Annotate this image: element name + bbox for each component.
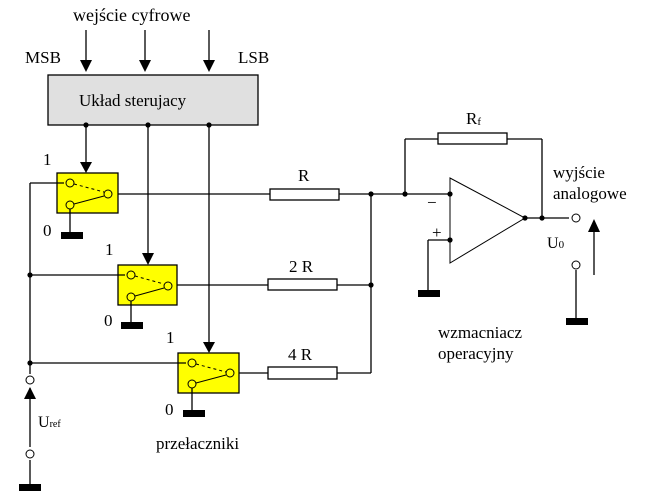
junction (447, 191, 453, 197)
resistor-2r-label: 2 R (289, 257, 314, 276)
junction (368, 191, 374, 197)
sw1-contact-1 (65, 178, 75, 188)
lsb-label: LSB (238, 48, 269, 67)
sw2-blade (134, 287, 165, 297)
rf-label: Rf (466, 109, 481, 128)
analog-output-label-1: wyjście (553, 163, 605, 182)
sw1-dash (73, 183, 105, 193)
control-unit-label: Układ sterujacy (79, 91, 187, 110)
sw1-contact-0 (65, 200, 75, 210)
arrowhead-in-msb (80, 60, 92, 72)
analog-output-label-2: analogowe (553, 184, 627, 203)
junction (206, 122, 212, 128)
sw1-one-label: 1 (43, 150, 52, 169)
sw3-zero-label: 0 (165, 400, 174, 419)
digital-input-label: wejście cyfrowe (73, 5, 190, 25)
rf-sub: f (477, 116, 481, 128)
ground-symbol-output (566, 318, 588, 325)
junction (27, 272, 33, 278)
sw3-one-label: 1 (166, 328, 175, 347)
sw3-common (225, 368, 235, 378)
resistor-4r-label: 4 R (288, 345, 313, 364)
junction (522, 215, 528, 221)
junction (145, 122, 151, 128)
resistor-r-label: R (298, 166, 310, 185)
ground-symbol-sw1 (61, 232, 83, 239)
junction (27, 360, 33, 366)
junction (447, 237, 453, 243)
arrowhead-uref (24, 387, 36, 399)
resistor-4r (267, 366, 338, 380)
sw2-contact-0 (126, 292, 136, 302)
ground-symbol-sw2 (121, 322, 143, 329)
rf-main: R (466, 109, 478, 128)
opamp-triangle (449, 177, 527, 264)
u0-sub: 0 (559, 239, 565, 251)
uref-main: U (38, 414, 50, 431)
resistor-rf (437, 132, 508, 145)
sw1-blade (73, 195, 105, 205)
arrowhead-sw1 (80, 162, 92, 173)
junction (83, 122, 89, 128)
resistor-2r (267, 278, 338, 291)
control-unit-box (47, 74, 259, 126)
minus-sign: − (427, 193, 437, 212)
sw3-blade (195, 374, 227, 384)
sw3-contact-1 (187, 358, 197, 368)
uref-terminal-top (25, 375, 35, 385)
arrowhead-in-mid (139, 60, 151, 72)
sw1-common (103, 189, 113, 199)
opamp-label-2: operacyjny (438, 344, 514, 363)
sw2-zero-label: 0 (104, 311, 113, 330)
resistor-r (269, 188, 340, 201)
ground-symbol-sw3 (183, 410, 205, 417)
sw2-contact-1 (126, 270, 136, 280)
out-terminal-bottom (571, 260, 581, 270)
junction (368, 282, 374, 288)
sw3-dash (195, 363, 227, 373)
msb-label: MSB (25, 48, 61, 67)
switches-label: przełaczniki (156, 434, 239, 453)
sw2-common (163, 281, 173, 291)
u0-label: U0 (547, 235, 565, 252)
arrowhead-sw3 (203, 342, 215, 353)
sw2-one-label: 1 (105, 240, 114, 259)
junction (539, 215, 545, 221)
sw1-zero-label: 0 (43, 221, 52, 240)
junction (402, 191, 408, 197)
u0-main: U (547, 235, 559, 252)
sw3-contact-0 (187, 379, 197, 389)
ground-symbol-uref (19, 484, 41, 491)
plus-sign: + (432, 223, 442, 242)
arrowhead-sw2 (142, 253, 154, 265)
uref-sub: ref (50, 419, 62, 430)
arrowhead-u0 (588, 219, 600, 232)
sw2-dash (134, 275, 165, 285)
out-terminal-top (571, 213, 581, 223)
ground-symbol-opamp (418, 290, 440, 297)
uref-label: Uref (38, 414, 61, 431)
uref-terminal-bottom (25, 449, 35, 459)
arrowhead-in-lsb (203, 60, 215, 72)
opamp-label-1: wzmacniacz (438, 323, 522, 342)
